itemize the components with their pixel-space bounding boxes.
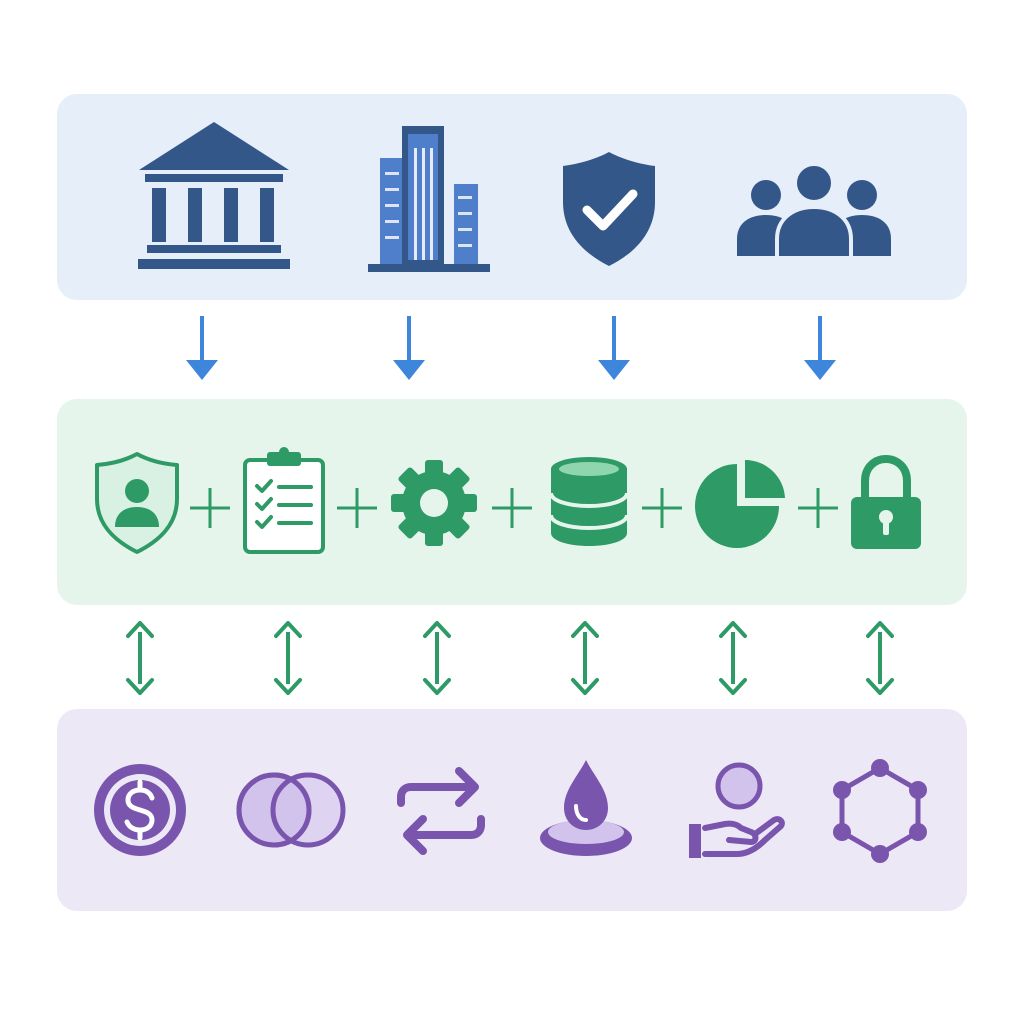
user-group-icon (737, 162, 891, 260)
database-icon (549, 455, 629, 547)
plus-icon (490, 486, 534, 530)
pie-chart-icon (695, 459, 787, 548)
double-arrow-icon (272, 620, 304, 696)
hand-user-icon (687, 762, 785, 860)
bank-icon (135, 120, 293, 272)
office-building-icon (368, 126, 490, 272)
user-shield-icon (93, 451, 181, 555)
down-arrow-icon (596, 314, 632, 382)
liquidity-drop-icon (538, 758, 634, 860)
double-arrow-icon (124, 620, 156, 696)
overlapping-circles-icon (236, 770, 346, 850)
gear-icon (389, 458, 479, 548)
padlock-icon (849, 454, 923, 551)
down-arrow-icon (391, 314, 427, 382)
double-arrow-icon (569, 620, 601, 696)
down-arrow-icon (184, 314, 220, 382)
down-arrow-icon (802, 314, 838, 382)
shield-check-icon (561, 150, 657, 268)
bottom-tier-panel (57, 709, 967, 911)
plus-icon (640, 486, 684, 530)
plus-icon (335, 486, 379, 530)
double-arrow-icon (717, 620, 749, 696)
hexagon-network-icon (832, 758, 928, 864)
dollar-coin-icon (92, 762, 188, 858)
checklist-clipboard-icon (241, 446, 327, 554)
double-arrow-icon (421, 620, 453, 696)
plus-icon (188, 486, 232, 530)
double-arrow-icon (864, 620, 896, 696)
swap-arrows-icon (395, 763, 487, 859)
plus-icon (796, 486, 840, 530)
